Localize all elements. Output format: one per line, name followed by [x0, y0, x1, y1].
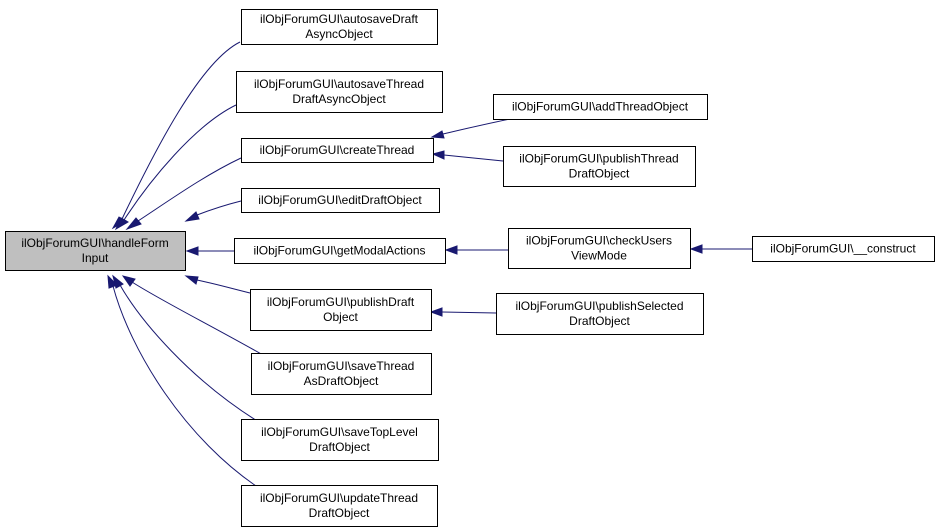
arrowhead-icon — [185, 246, 199, 256]
node-label-line: ViewMode — [571, 249, 627, 263]
node-label-line: ilObjForumGUI\editDraftObject — [258, 193, 422, 207]
arrowhead-icon — [184, 275, 199, 285]
node-label-line: ilObjForumGUI\createThread — [260, 143, 415, 157]
node-label-line: AsyncObject — [305, 27, 373, 41]
node-box — [496, 293, 704, 335]
edge-publishThread-to-createThread — [431, 150, 504, 162]
edge-line — [137, 157, 242, 222]
edge-line — [112, 285, 263, 491]
edge-line — [123, 104, 237, 221]
edge-line — [121, 41, 241, 220]
edge-line — [196, 200, 242, 216]
node-box — [241, 138, 434, 163]
arrowhead-icon — [429, 307, 443, 317]
node-box — [493, 94, 708, 120]
node-label-line: Object — [323, 310, 358, 324]
edge-line — [442, 118, 511, 135]
node-box — [508, 228, 691, 269]
edge-autosaveDraft-to-root — [111, 41, 241, 230]
node-label-line: DraftObject — [309, 440, 370, 454]
edge-line — [119, 284, 263, 425]
node-box — [241, 485, 438, 527]
edge-addThread-to-createThread — [430, 118, 511, 139]
edge-construct-to-checkUsers — [689, 244, 752, 254]
edge-createThread-to-root — [125, 157, 242, 231]
arrowhead-icon — [689, 244, 703, 254]
node-createThread[interactable]: ilObjForumGUI\createThread — [241, 138, 434, 163]
edge-saveThreadAsDraft-to-root — [121, 275, 264, 356]
node-label-line: ilObjForumGUI\saveTopLevel — [261, 425, 418, 439]
node-box — [236, 71, 443, 113]
arrowhead-icon — [431, 150, 445, 160]
edge-line — [131, 281, 264, 356]
node-autosaveThread[interactable]: ilObjForumGUI\autosaveThreadDraftAsyncOb… — [236, 71, 443, 113]
node-label-line: ilObjForumGUI\getModalActions — [253, 244, 425, 258]
node-box — [5, 231, 186, 271]
node-label-line: DraftObject — [309, 506, 370, 520]
arrowhead-icon — [430, 130, 445, 139]
node-getModalActions[interactable]: ilObjForumGUI\getModalActions — [234, 238, 446, 264]
arrowhead-icon — [114, 217, 129, 231]
arrowhead-icon — [125, 217, 142, 231]
node-label-line: Input — [82, 251, 109, 265]
arrowhead-icon — [444, 245, 458, 255]
node-label-line: ilObjForumGUI\publishDraft — [267, 295, 415, 309]
node-box — [241, 9, 438, 45]
node-construct[interactable]: ilObjForumGUI\__construct — [752, 236, 935, 262]
node-label-line: ilObjForumGUI\addThreadObject — [512, 100, 689, 114]
edge-autosaveThread-to-root — [114, 104, 237, 231]
edge-line — [196, 279, 251, 294]
arrowhead-icon — [107, 274, 118, 289]
node-box — [241, 188, 440, 213]
node-label-line: ilObjForumGUI\handleForm — [21, 236, 168, 250]
node-box — [752, 236, 935, 262]
node-box — [241, 419, 439, 461]
nodes: ilObjForumGUI\handleFormInputilObjForumG… — [5, 9, 935, 527]
edge-saveTopLevel-to-root — [112, 274, 263, 425]
node-box — [503, 146, 696, 187]
node-label-line: DraftObject — [569, 167, 630, 181]
edge-publishSelected-to-publishDraft — [429, 307, 497, 317]
node-editDraft[interactable]: ilObjForumGUI\editDraftObject — [241, 188, 440, 213]
node-box — [234, 238, 446, 264]
node-label-line: ilObjForumGUI\publishSelected — [515, 299, 683, 313]
edge-line — [443, 154, 504, 162]
node-box — [250, 289, 432, 331]
arrowhead-icon — [184, 211, 200, 222]
edges — [107, 41, 752, 491]
node-label-line: ilObjForumGUI\__construct — [770, 242, 916, 256]
node-label-line: AsDraftObject — [304, 374, 379, 388]
edge-checkUsers-to-getModalActions — [444, 245, 508, 255]
edge-line — [441, 311, 497, 314]
node-label-line: ilObjForumGUI\updateThread — [260, 491, 418, 505]
edge-editDraft-to-root — [184, 200, 242, 222]
node-label-line: ilObjForumGUI\publishThread — [519, 152, 678, 166]
arrowhead-icon — [121, 275, 136, 287]
edge-updateThread-to-root — [107, 274, 263, 491]
node-label-line: DraftObject — [569, 314, 630, 328]
edge-publishDraft-to-root — [184, 275, 251, 294]
node-label-line: DraftAsyncObject — [292, 92, 386, 106]
node-box — [251, 353, 432, 395]
node-label-line: ilObjForumGUI\saveThread — [268, 359, 415, 373]
node-label-line: ilObjForumGUI\autosaveThread — [254, 77, 424, 91]
node-addThread[interactable]: ilObjForumGUI\addThreadObject — [493, 94, 708, 120]
edge-getModalActions-to-root — [185, 246, 234, 256]
node-label-line: ilObjForumGUI\checkUsers — [526, 234, 672, 248]
node-label-line: ilObjForumGUI\autosaveDraft — [260, 12, 419, 26]
